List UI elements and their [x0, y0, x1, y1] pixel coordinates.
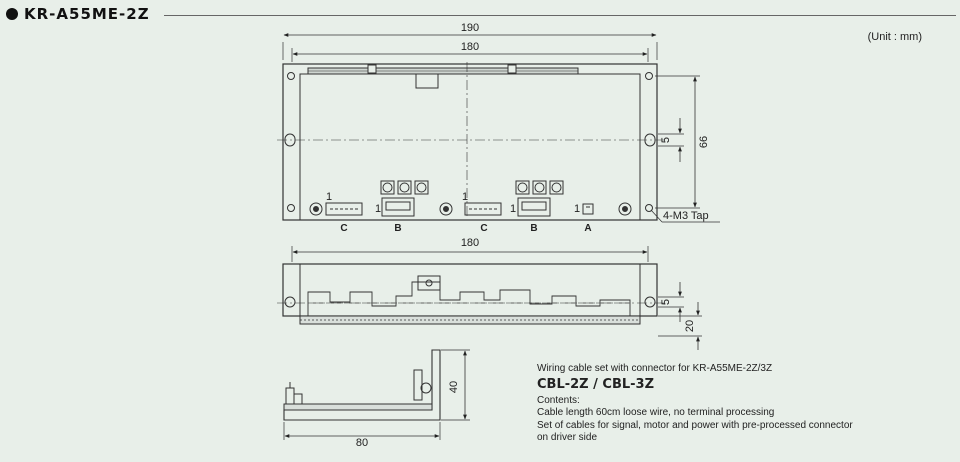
contents-line-1: Cable length 60cm loose wire, no termina…	[537, 407, 775, 418]
product-name: CBL-2Z / CBL-3Z	[537, 376, 654, 392]
title-rule	[164, 15, 956, 16]
dim-end-width: 80	[356, 437, 368, 449]
connector-label-c2: C	[480, 223, 487, 234]
contents-line-3: on driver side	[537, 432, 598, 443]
pin1-mark: 1	[510, 203, 516, 215]
dim-right-small: 5	[660, 137, 672, 143]
dim-top-inner: 180	[461, 41, 479, 53]
cable-notes: Wiring cable set with connector for KR-A…	[537, 363, 937, 445]
side-view	[277, 246, 702, 350]
connector-label-c1: C	[340, 223, 347, 234]
page-title: KR-A55ME-2Z	[24, 5, 150, 23]
unit-label: (Unit : mm)	[867, 31, 922, 43]
pin1-mark: 1	[574, 203, 580, 215]
dim-end-height: 40	[448, 381, 460, 393]
dim-top-outer: 190	[461, 22, 479, 34]
pin1-mark: 1	[326, 191, 332, 203]
end-view	[283, 349, 470, 440]
pin1-mark: 1	[462, 191, 468, 203]
tap-label: 4-M3 Tap	[663, 210, 709, 222]
connector-label-a: A	[584, 223, 591, 234]
dim-side-width: 180	[461, 237, 479, 249]
dim-side-small: 5	[660, 299, 672, 305]
title-bar: KR-A55ME-2Z	[6, 5, 956, 25]
bullet-icon	[6, 8, 18, 20]
dim-side-height: 20	[684, 320, 696, 332]
connector-label-b1: B	[394, 223, 401, 234]
contents-label: Contents:	[537, 394, 580, 406]
dim-right-height: 66	[698, 136, 710, 148]
contents-line-2: Set of cables for signal, motor and powe…	[537, 419, 853, 431]
connector-label-b2: B	[530, 223, 537, 234]
notes-intro: Wiring cable set with connector for KR-A…	[537, 363, 773, 374]
pin1-mark: 1	[375, 203, 381, 215]
top-view	[277, 33, 720, 223]
